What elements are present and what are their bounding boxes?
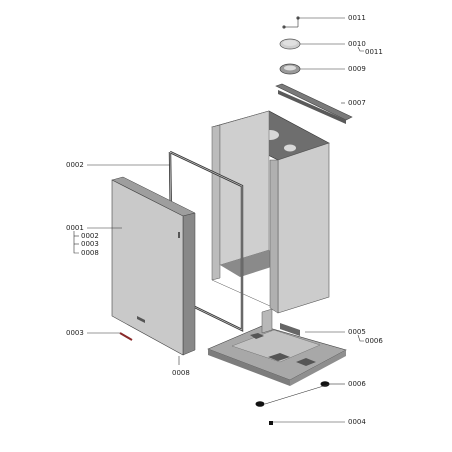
label-0011-sub: 0011: [365, 48, 383, 56]
clip-part-0003: [87, 332, 133, 341]
label-0007: 0007: [348, 99, 366, 107]
label-0003-sub: 0003: [81, 240, 99, 248]
label-0008-main: 0008: [172, 369, 190, 377]
front-panel-part-0001: [73, 176, 196, 356]
label-0009: 0009: [348, 65, 366, 73]
main-casing: [211, 110, 330, 314]
label-0008-sub: 0008: [81, 249, 99, 257]
label-0001: 0001: [66, 224, 84, 232]
label-0002-sub: 0002: [81, 232, 99, 240]
top-bracket-part-0007: [275, 83, 353, 124]
screw-part-0004: [269, 421, 345, 425]
label-0004: 0004: [348, 418, 366, 426]
label-0006-sub: 0006: [365, 337, 383, 345]
label-0010: 0010: [348, 40, 366, 48]
label-0006-main: 0006: [348, 380, 366, 388]
label-0002-main: 0002: [66, 161, 84, 169]
label-0005: 0005: [348, 328, 366, 336]
cap-part-0010: [279, 38, 364, 52]
label-0011-top: 0011: [348, 14, 366, 22]
bottom-tray-part-0005: [207, 308, 364, 386]
ring-part-0009: [279, 63, 345, 75]
screw-part-0011: [282, 16, 345, 29]
label-0003-main: 0003: [66, 329, 84, 337]
foot-part-0006: [255, 381, 345, 407]
